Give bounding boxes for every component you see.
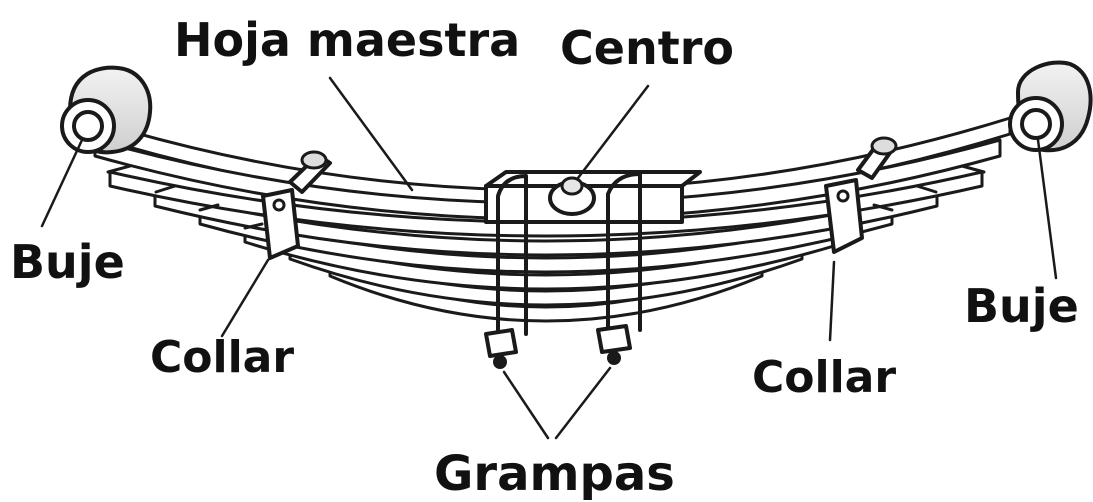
leader-buje-right: [1038, 140, 1056, 278]
leader-collar-right: [830, 262, 834, 340]
leader-collar-left: [222, 260, 268, 336]
label-buje-left: Buje: [10, 235, 125, 289]
label-grampas: Grampas: [434, 446, 675, 502]
label-hoja-maestra: Hoja maestra: [174, 13, 520, 67]
leader-buje-left: [42, 140, 82, 226]
center-bolt: [486, 172, 700, 222]
label-collar-left: Collar: [150, 332, 294, 383]
leader-grampas-left: [504, 372, 548, 438]
leader-centro: [578, 86, 648, 178]
label-buje-right: Buje: [964, 279, 1079, 333]
leader-hoja-maestra: [330, 78, 412, 190]
label-collar-right: Collar: [752, 352, 896, 403]
bushing-left: [62, 68, 150, 153]
bushing-right: [1010, 62, 1091, 150]
label-centro: Centro: [560, 21, 734, 75]
leader-grampas-right: [556, 368, 610, 438]
